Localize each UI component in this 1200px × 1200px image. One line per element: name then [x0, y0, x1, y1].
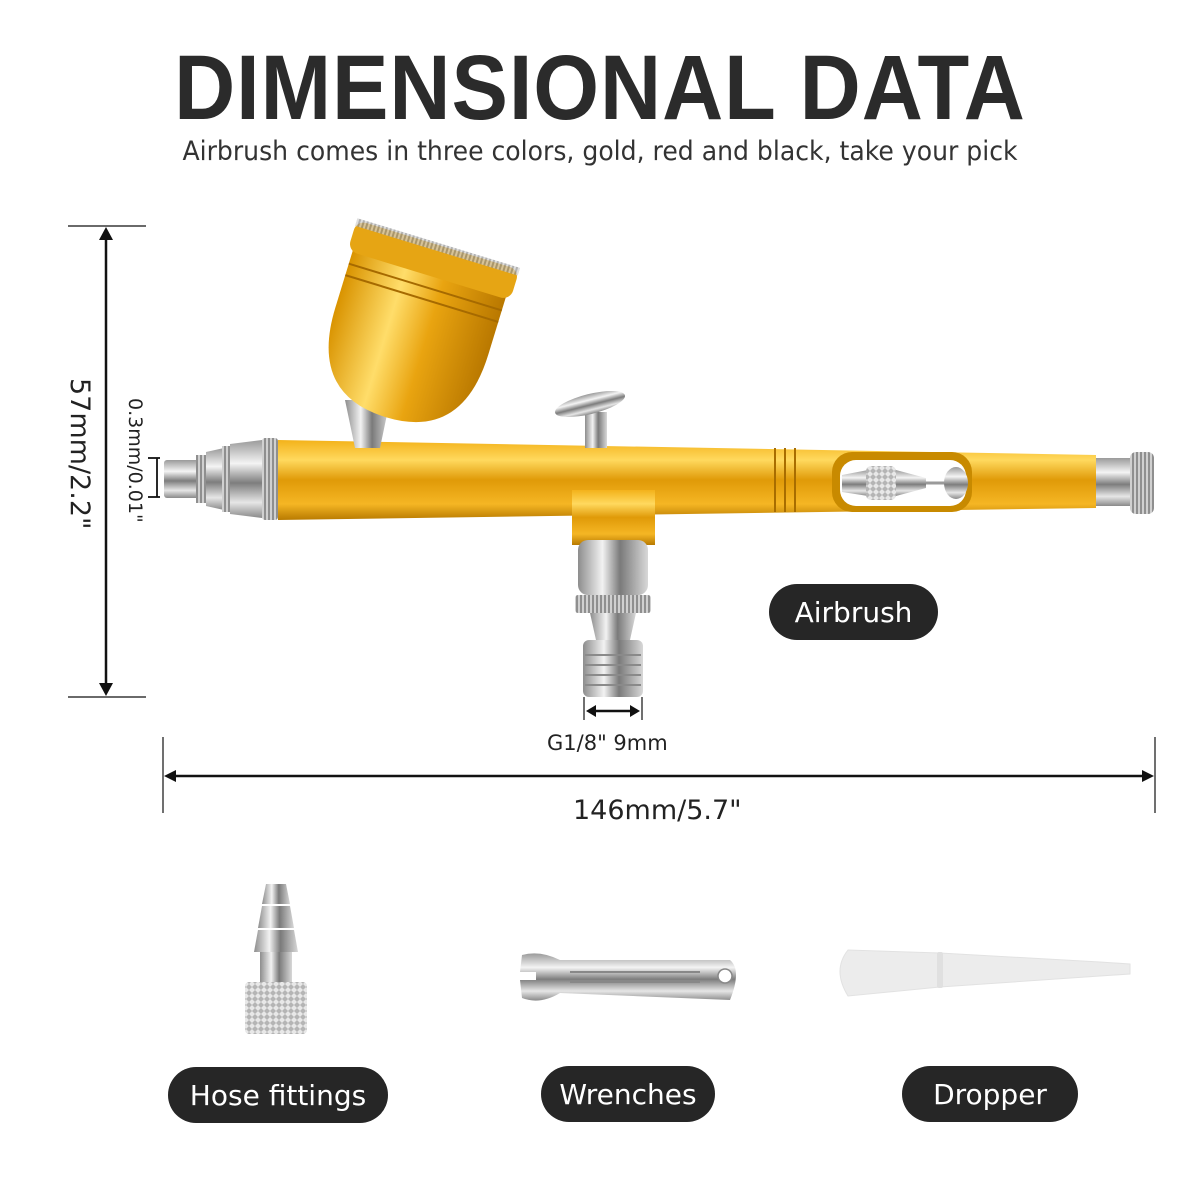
airbrush-image: [164, 218, 1154, 697]
height-dimension-label: 57mm/2.2": [64, 378, 95, 530]
thread-dimension-label: G1/8" 9mm: [547, 731, 668, 755]
nozzle-dimension-label: 0.3mm/0.01": [124, 398, 146, 523]
airbrush-label: Airbrush: [769, 584, 938, 640]
dropper-label: Dropper: [902, 1066, 1078, 1122]
hose-fittings-label: Hose fittings: [168, 1067, 388, 1123]
page-subtitle: Airbrush comes in three colors, gold, re…: [182, 136, 1018, 167]
page-title: DIMENSIONAL DATA: [174, 37, 1026, 139]
height-dimension: [68, 225, 146, 698]
length-dimension-label: 146mm/5.7": [573, 795, 742, 826]
wrench-image: [520, 953, 736, 1001]
thread-dimension: [583, 697, 643, 720]
length-dimension: [162, 737, 1156, 813]
wrenches-label: Wrenches: [541, 1066, 715, 1122]
dropper-image: [839, 949, 1131, 997]
hose-fitting-image: [245, 884, 307, 1034]
nozzle-bracket: [148, 457, 160, 498]
